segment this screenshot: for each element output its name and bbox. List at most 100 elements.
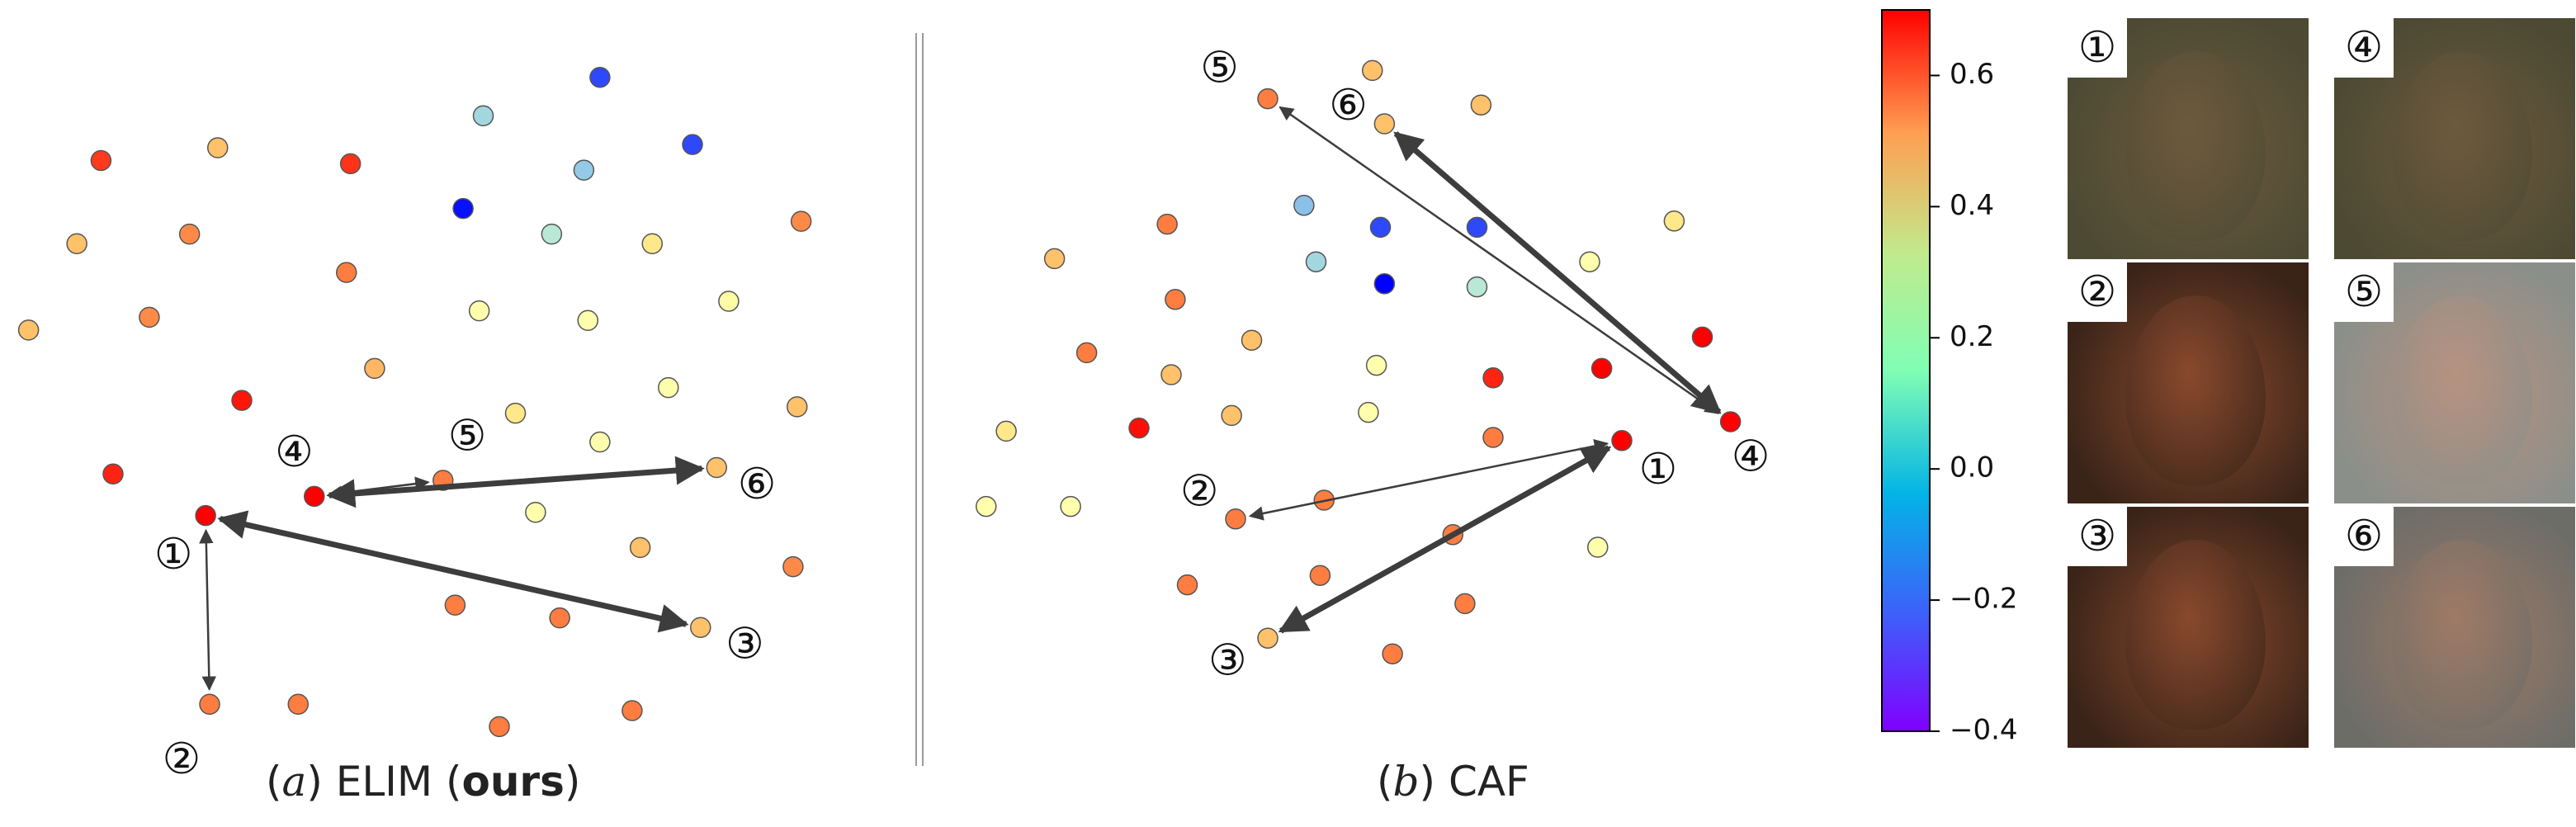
point-number-label: ② [163, 735, 201, 784]
scatter-panel-caf: ⑤ ⑥ ① ④ ② ③ [976, 43, 1770, 686]
point-number-label: ④ [275, 428, 314, 477]
scatter-point [682, 134, 703, 155]
scatter-point [549, 607, 570, 629]
scatter-point [444, 594, 466, 616]
face-shape [2125, 51, 2266, 241]
scatter-point [706, 456, 727, 479]
scatter-point [1358, 401, 1379, 423]
colorbar-tick-label: 0.4 [1950, 189, 1994, 222]
thumbnail-number-label: ⑤ [2334, 262, 2394, 322]
scatter-point [629, 536, 651, 559]
scatter-point [658, 376, 679, 399]
face-shape [2392, 540, 2532, 730]
scatter-point [790, 210, 812, 232]
colorbar-tick-label: 0.2 [1950, 320, 1994, 353]
point-number-label: ⑥ [1329, 81, 1368, 130]
face-shape [2125, 295, 2266, 485]
colorbar-gradient [1881, 9, 1931, 732]
bold-arrow [217, 510, 689, 633]
thumbnail-number-label: ② [2068, 262, 2127, 322]
scatter-point [489, 716, 510, 738]
scatter-point [541, 223, 563, 245]
scatter-point [1587, 536, 1609, 558]
point-number-label: ⑤ [448, 412, 487, 461]
thumbnail-woman-face: ③ [2068, 507, 2309, 748]
scatter-point [1373, 113, 1396, 135]
scatter-point [1241, 329, 1263, 351]
thumbnail-older-man-face: ⑥ [2334, 507, 2575, 748]
thumbnail-number-label: ③ [2068, 507, 2127, 566]
scatter-point [1165, 289, 1186, 310]
thumbnail-number-label: ④ [2334, 18, 2394, 78]
scatter-point [1466, 216, 1488, 239]
scatter-point [1591, 357, 1613, 380]
scatter-point [1611, 430, 1633, 451]
scatter-point [1365, 354, 1387, 376]
caption-b: (b) CAF [1377, 758, 1529, 806]
scatter-point [17, 319, 40, 341]
thumbnail-older-man-face: ⑤ [2334, 262, 2575, 503]
scatter-point [1160, 364, 1182, 385]
bold-arrow [1393, 131, 1722, 414]
scatter-point [1719, 411, 1742, 432]
bold-arrow [326, 456, 705, 508]
scatter-point [90, 149, 112, 172]
scatter-point [468, 300, 490, 322]
point-number-label: ③ [1208, 636, 1247, 686]
scatter-point [336, 262, 357, 283]
scatter-point [339, 153, 362, 175]
scatter-point [1466, 276, 1488, 298]
panel-divider [915, 33, 924, 766]
caption-a: (a) ELIM (ours) [266, 758, 581, 806]
face-shape [2392, 295, 2532, 485]
scatter-point [1373, 273, 1396, 295]
scatter-point [1043, 248, 1066, 270]
scatter-point [1309, 565, 1331, 586]
scatter-point [1362, 59, 1383, 82]
scatter-point [231, 390, 253, 411]
scatter-point [525, 502, 546, 523]
scatter-point [1482, 427, 1504, 448]
thumbnail-man-face: ① [2068, 18, 2309, 259]
scatter-point [718, 291, 740, 312]
colorbar-tick-label: 0.6 [1950, 58, 1994, 91]
thumbnail-number-label: ⑥ [2334, 507, 2394, 566]
scatter-point [782, 555, 804, 578]
scatter-point [102, 463, 124, 484]
scatter-point [589, 431, 611, 453]
face-shape [2392, 51, 2532, 241]
face-shape [2125, 540, 2266, 730]
scatter-point [1060, 495, 1081, 517]
scatter-point [472, 105, 494, 126]
scatter-point [622, 700, 643, 721]
scatter-point [452, 197, 474, 220]
point-number-label: ① [154, 530, 193, 579]
thin-arrow [1279, 106, 1720, 414]
colorbar-tick-label: −0.4 [1950, 714, 2018, 747]
colorbar: 0.60.40.20.0−0.2−0.4 [1881, 9, 2018, 747]
scatter-point [139, 306, 160, 328]
scatter-point [504, 402, 527, 424]
thin-arrow [199, 528, 217, 692]
point-number-label: ⑤ [1200, 43, 1239, 92]
scatter-point [1382, 643, 1403, 664]
scatter-point [1369, 216, 1392, 239]
scatter-point [641, 233, 663, 254]
scatter-point [304, 485, 325, 508]
scatter-point [364, 357, 385, 380]
colorbar-ticks: 0.60.40.20.0−0.2−0.4 [1930, 58, 2018, 747]
scatter-point [1075, 342, 1098, 364]
point-number-label: ② [1180, 466, 1219, 516]
scatter-point [1663, 210, 1685, 232]
scatter-point [178, 223, 201, 245]
scatter-point [195, 504, 216, 527]
scatter-point [577, 310, 598, 331]
scatter-point [66, 233, 87, 254]
scatter-point [1482, 367, 1504, 389]
point-number-label: ④ [1732, 432, 1770, 482]
point-number-label: ① [1639, 445, 1678, 494]
scatter-point [690, 617, 711, 638]
scatter-point [1225, 508, 1246, 530]
